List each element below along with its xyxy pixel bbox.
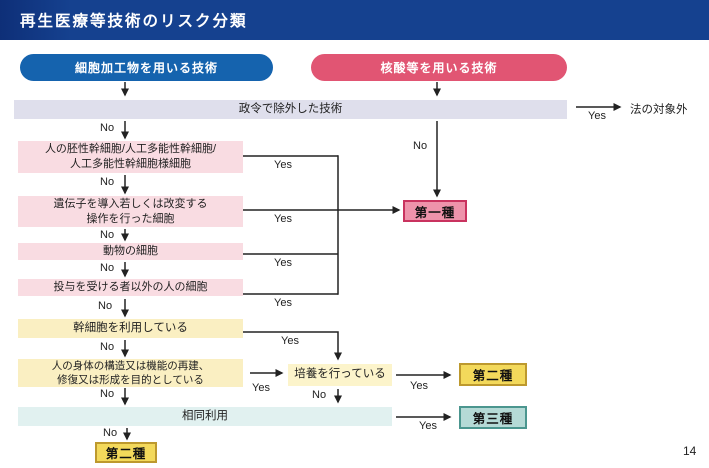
label-no-gene: No <box>100 229 115 241</box>
label-yes-stem: Yes <box>281 335 299 347</box>
label-no-otherperson: No <box>98 300 113 312</box>
label-yes-esips: Yes <box>274 159 292 171</box>
node-excluded-by-decree: 政令で除外した技術 <box>14 100 567 119</box>
node-es-ips-cells: 人の胚性幹細胞/人工多能性幹細胞/ 人工多能性幹細胞様細胞 <box>18 141 243 173</box>
pill-nucleic-acid-tech-label: 核酸等を用いる技術 <box>380 61 498 75</box>
node-other-person-cells: 投与を受ける者以外の人の細胞 <box>18 279 243 296</box>
node-uses-stem-cells-label: 幹細胞を利用している <box>73 321 188 334</box>
badge-class1: 第一種 <box>403 200 467 222</box>
node-excluded-by-decree-label: 政令で除外した技術 <box>238 102 343 115</box>
node-homologous-use: 相同利用 <box>18 407 392 426</box>
node-gene-modified-line1: 遺伝子を導入若しくは改変する <box>53 197 208 210</box>
label-yes-homologous: Yes <box>419 420 437 432</box>
pill-cell-processed-tech: 細胞加工物を用いる技術 <box>20 54 273 81</box>
label-yes-purpose: Yes <box>252 382 270 394</box>
node-purpose-line1: 人の身体の構造又は機能の再建、 <box>51 359 210 372</box>
page-title: 再生医療等技術のリスク分類 <box>20 13 248 30</box>
label-no-excluded: No <box>100 122 115 134</box>
label-no-stem: No <box>100 341 115 353</box>
label-no-animal: No <box>100 262 115 274</box>
label-yes-excluded: Yes <box>588 110 606 122</box>
label-no-purpose: No <box>100 388 115 400</box>
pill-cell-processed-tech-label: 細胞加工物を用いる技術 <box>74 61 218 75</box>
label-yes-otherperson: Yes <box>274 297 292 309</box>
label-no-esips: No <box>100 176 115 188</box>
badge-class2-right: 第二種 <box>459 363 527 386</box>
node-homologous-use-label: 相同利用 <box>182 409 228 422</box>
node-es-ips-cells-line2: 人工多能性幹細胞様細胞 <box>70 158 191 170</box>
node-gene-modified-line2: 操作を行った細胞 <box>86 212 175 225</box>
node-purpose-line2: 修復又は形成を目的としている <box>57 374 204 386</box>
badge-class3: 第三種 <box>459 406 527 429</box>
label-yes-gene: Yes <box>274 213 292 225</box>
label-no-culture: No <box>312 389 327 401</box>
label-no-nucleic: No <box>413 140 428 152</box>
title-bar: 再生医療等技術のリスク分類 <box>0 0 709 40</box>
badge-class2-bottom: 第二種 <box>95 442 157 463</box>
node-culture-label: 培養を行っている <box>294 368 386 381</box>
node-es-ips-cells-line1: 人の胚性幹細胞/人工多能性幹細胞/ <box>44 143 217 156</box>
label-no-homologous: No <box>103 427 118 439</box>
label-yes-animal: Yes <box>274 257 292 269</box>
node-purpose-reconstruction: 人の身体の構造又は機能の再建、 修復又は形成を目的としている <box>18 359 243 387</box>
label-outside-law: 法の対象外 <box>630 104 688 116</box>
node-uses-stem-cells: 幹細胞を利用している <box>18 319 243 338</box>
node-other-person-cells-label: 投与を受ける者以外の人の細胞 <box>53 281 208 294</box>
node-gene-modified-cells: 遺伝子を導入若しくは改変する 操作を行った細胞 <box>18 196 243 227</box>
node-culture: 培養を行っている <box>288 364 392 386</box>
page-number: 14 <box>683 444 697 458</box>
node-animal-cells: 動物の細胞 <box>18 243 243 260</box>
label-yes-culture: Yes <box>410 380 428 392</box>
node-animal-cells-label: 動物の細胞 <box>103 245 158 258</box>
pill-nucleic-acid-tech: 核酸等を用いる技術 <box>311 54 567 81</box>
